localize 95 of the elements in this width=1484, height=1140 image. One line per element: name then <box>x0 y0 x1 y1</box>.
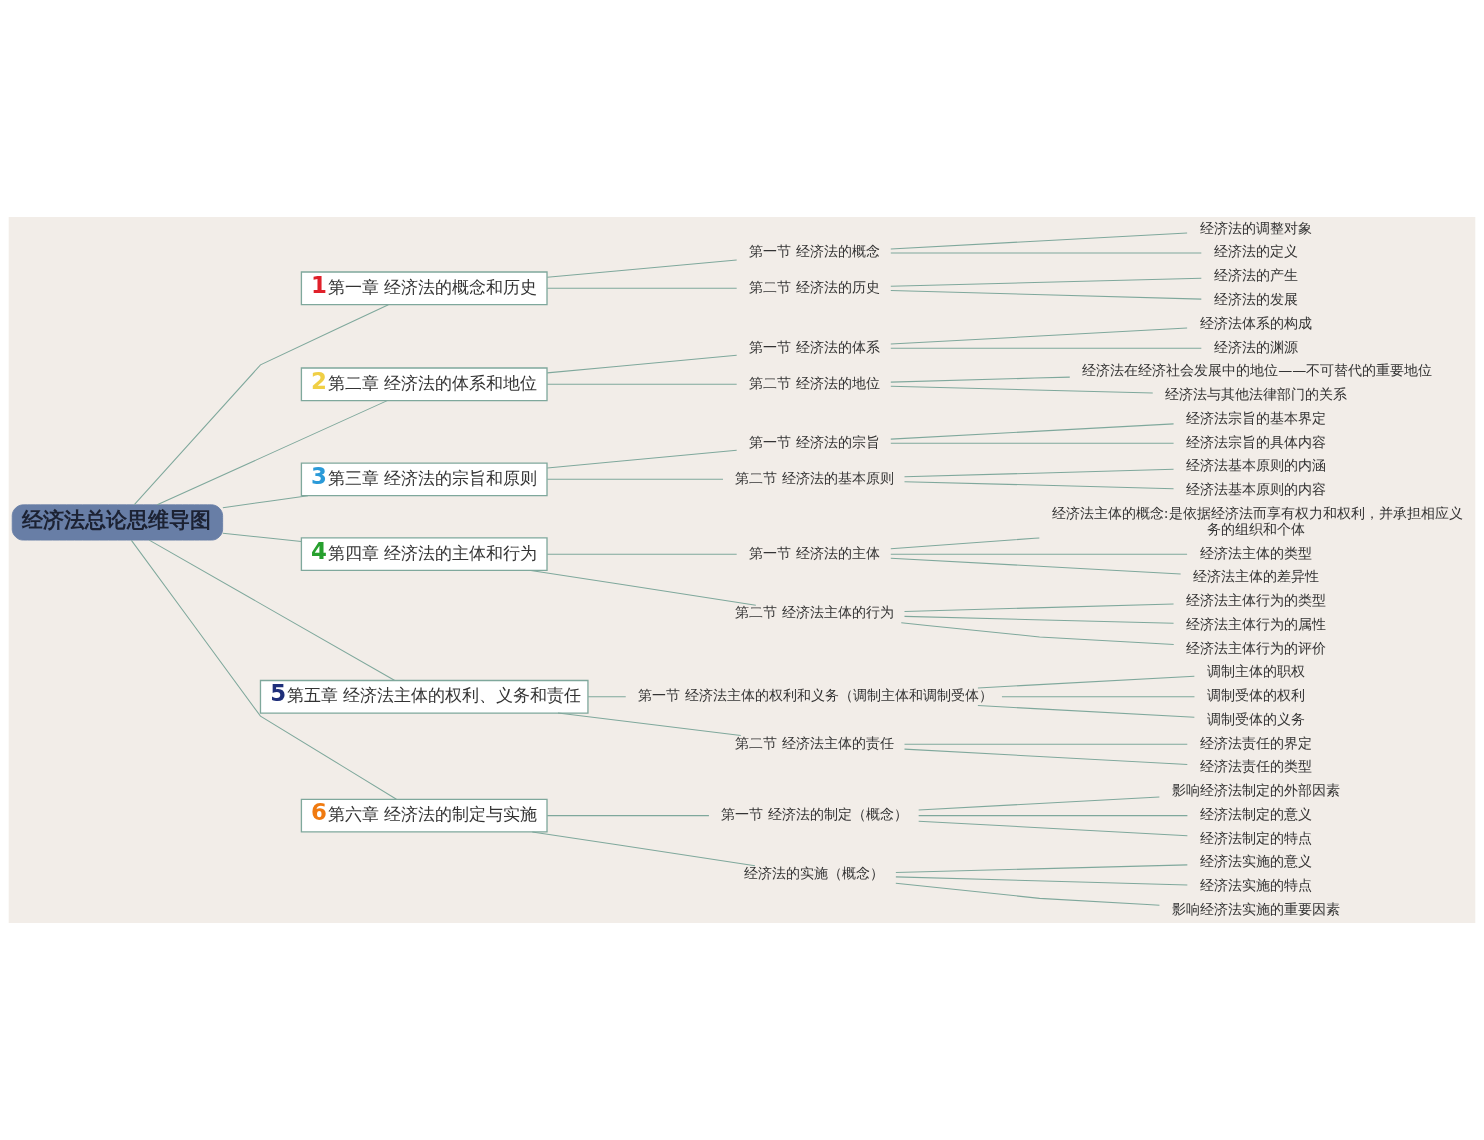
connector <box>148 539 396 681</box>
connector <box>156 400 388 506</box>
connector <box>890 252 1202 254</box>
connector <box>546 259 738 278</box>
connector <box>546 383 738 385</box>
node-text: 经济法的渊源 <box>1213 338 1298 355</box>
node-text: 经济法制定的意义 <box>1199 805 1312 822</box>
node-text: 经济法实施的特点 <box>1199 877 1312 894</box>
node-text: 经济法体系的构成 <box>1199 314 1312 331</box>
node-text: 经济法宗旨的基本界定 <box>1186 409 1327 426</box>
connector <box>890 327 1188 345</box>
connector <box>895 882 1160 906</box>
node-text: 第一节 经济法的概念 <box>749 243 880 260</box>
connector <box>890 423 1175 440</box>
connector <box>546 815 710 817</box>
node-text: 经济法的实施（概念） <box>744 864 885 881</box>
connector <box>546 287 738 289</box>
connector <box>903 468 1175 478</box>
node-box: 经济法总论思维导图 <box>11 504 224 541</box>
connector <box>222 532 302 542</box>
node-text: 影响经济法制定的外部因素 <box>1172 782 1341 799</box>
node-text: 调制受体的义务 <box>1206 710 1305 727</box>
connector <box>130 539 397 800</box>
node-text: 经济法与其他法律部门的关系 <box>1165 386 1348 403</box>
node-box: 4第四章 经济法的主体和行为 <box>300 537 548 572</box>
node-text: 经济法基本原则的内涵 <box>1186 457 1327 474</box>
node-text: 经济法宗旨的具体内容 <box>1186 433 1327 450</box>
node-text: 第一节 经济法主体的权利和义务（调制主体和调制受体） <box>638 687 993 704</box>
node-text: 第二节 经济法主体的责任 <box>735 734 894 751</box>
node-box: 6第六章 经济法的制定与实施 <box>300 798 548 833</box>
node-text: 经济法主体行为的类型 <box>1186 592 1327 609</box>
connector <box>546 553 738 555</box>
connector <box>546 478 724 480</box>
node-text: 第二节 经济法的基本原则 <box>735 469 894 486</box>
node-text: 第二节 经济法的地位 <box>749 374 880 391</box>
connector <box>918 820 1188 837</box>
connector <box>890 232 1188 250</box>
connector <box>1001 696 1195 698</box>
node-text: 调制主体的职权 <box>1206 663 1305 680</box>
connector <box>903 603 1175 613</box>
connector <box>890 289 1202 300</box>
node-text: 经济法主体行为的评价 <box>1186 639 1327 656</box>
node-text: 经济法责任的界定 <box>1199 734 1312 751</box>
connector <box>890 557 1182 575</box>
connector <box>903 748 1188 765</box>
node-text: 经济法实施的意义 <box>1199 853 1312 870</box>
node-text: 经济法的调整对象 <box>1199 219 1312 236</box>
connector <box>546 354 738 374</box>
connector <box>890 537 1040 550</box>
node-text: 第一节 经济法的宗旨 <box>749 433 880 450</box>
connector <box>903 615 1175 624</box>
connector <box>903 481 1175 490</box>
connector <box>546 449 738 469</box>
node-text: 第一节 经济法的主体 <box>749 544 880 561</box>
node-text: 经济法主体行为的属性 <box>1186 615 1327 632</box>
node-text: 第二节 经济法的历史 <box>749 278 880 295</box>
connector <box>890 277 1202 287</box>
connector <box>530 569 757 606</box>
node-text: 调制受体的权利 <box>1206 687 1305 704</box>
connector <box>890 376 1071 383</box>
connector <box>890 347 1202 349</box>
connector <box>977 675 1195 689</box>
node-text: 经济法主体的概念:是依据经济法而享有权力和权利，并承担相应义务的组织和个体 <box>1051 504 1463 537</box>
node-box: 1第一章 经济法的概念和历史 <box>300 271 548 306</box>
node-text: 第一节 经济法的制定（概念） <box>721 805 908 822</box>
connector <box>900 622 1175 646</box>
node-text: 经济法的发展 <box>1213 290 1298 307</box>
connector <box>903 743 1188 745</box>
connector <box>977 705 1195 718</box>
node-text: 经济法的产生 <box>1213 267 1298 284</box>
connector <box>895 864 1188 873</box>
node-box: 5第五章 经济法主体的权利、义务和责任 <box>259 679 589 714</box>
node-text: 经济法在经济社会发展中的地位——不可替代的重要地位 <box>1082 362 1433 379</box>
connector <box>890 385 1154 394</box>
node-text: 影响经济法实施的重要因素 <box>1172 901 1341 918</box>
connector <box>531 831 756 867</box>
node-text: 经济法主体的类型 <box>1199 544 1312 561</box>
node-text: 经济法制定的特点 <box>1199 829 1312 846</box>
connector <box>587 696 627 698</box>
node-box: 3第三章 经济法的宗旨和原则 <box>300 462 548 497</box>
connector <box>133 304 389 506</box>
node-text: 第二节 经济法主体的行为 <box>735 604 894 621</box>
node-text: 第一节 经济法的体系 <box>749 338 880 355</box>
connector <box>895 876 1188 886</box>
node-text: 经济法责任的类型 <box>1199 758 1312 775</box>
connector <box>918 796 1160 811</box>
node-box: 2第二章 经济法的体系和地位 <box>300 367 548 402</box>
node-text: 经济法主体的差异性 <box>1193 568 1320 585</box>
connector <box>890 553 1188 555</box>
node-text: 经济法的定义 <box>1213 243 1298 260</box>
connector <box>918 815 1188 817</box>
connector <box>890 442 1175 444</box>
connector <box>557 712 742 736</box>
connector <box>222 495 309 509</box>
node-text: 经济法基本原则的内容 <box>1186 481 1327 498</box>
